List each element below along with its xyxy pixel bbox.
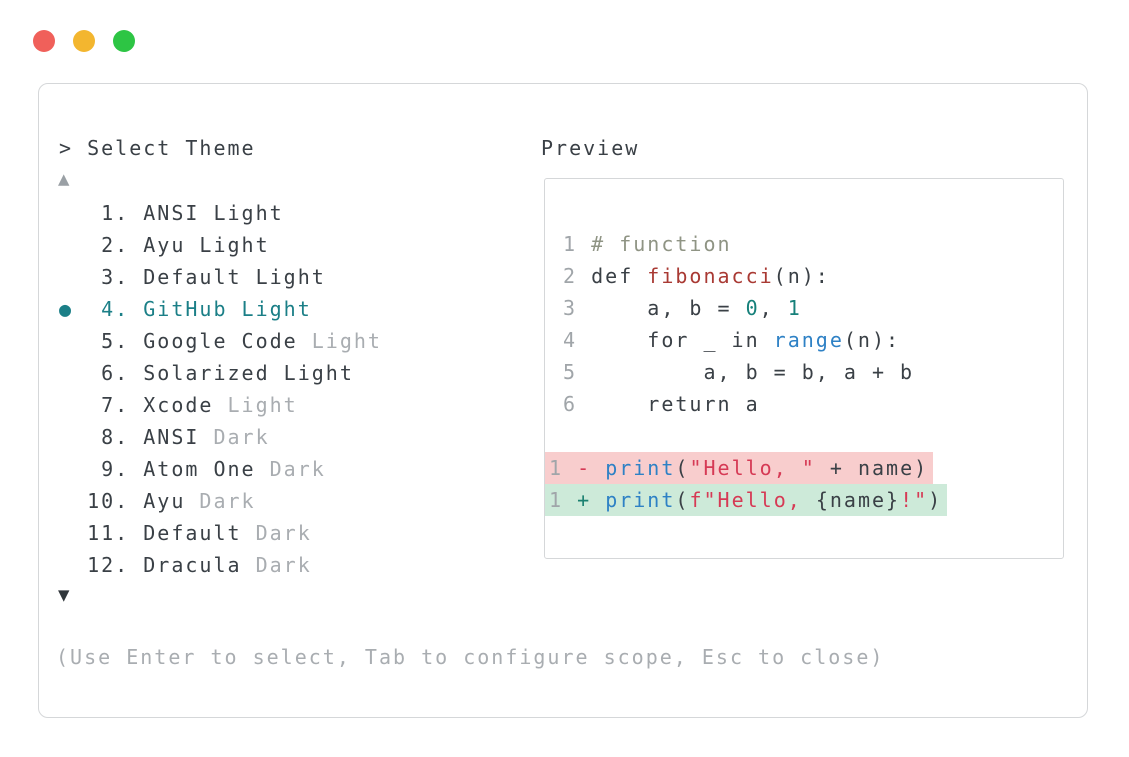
theme-option-label: 8. ANSI [59, 425, 214, 449]
theme-option-label: 2. Ayu Light [59, 233, 270, 257]
theme-option-atom-one-dark[interactable]: 9. Atom One Dark [59, 453, 382, 485]
theme-option-default-dark[interactable]: 11. Default Dark [59, 517, 382, 549]
theme-option-variant: Light [311, 329, 382, 353]
code-line: 6 return a [549, 392, 760, 416]
window-controls [33, 30, 135, 52]
theme-option-label: 9. Atom One [59, 457, 270, 481]
theme-option-label: 11. Default [59, 521, 256, 545]
minimize-button[interactable] [73, 30, 95, 52]
theme-option-variant: Dark [199, 489, 256, 513]
theme-option-ayu-light[interactable]: 2. Ayu Light [59, 229, 382, 261]
select-theme-title: > Select Theme [59, 136, 256, 160]
theme-list: 1. ANSI Light 2. Ayu Light 3. Default Li… [59, 197, 382, 581]
theme-option-ansi-dark[interactable]: 8. ANSI Dark [59, 421, 382, 453]
code-line [545, 420, 1063, 452]
theme-option-label: ● 4. GitHub Light [59, 297, 312, 321]
zoom-button[interactable] [113, 30, 135, 52]
code-line: 5 a, b = b, a + b [549, 360, 915, 384]
theme-option-label: 5. Google Code [59, 329, 312, 353]
close-button[interactable] [33, 30, 55, 52]
theme-option-label: 6. Solarized Light [59, 361, 354, 385]
preview-title: Preview [541, 136, 640, 160]
theme-option-label: 12. Dracula [59, 553, 256, 577]
help-text: (Use Enter to select, Tab to configure s… [56, 645, 885, 669]
scroll-down-icon[interactable]: ▼ [58, 584, 70, 606]
theme-option-ayu-dark[interactable]: 10. Ayu Dark [59, 485, 382, 517]
theme-option-dracula-dark[interactable]: 12. Dracula Dark [59, 549, 382, 581]
theme-option-variant: Dark [213, 425, 270, 449]
code-preview: 1 # function 2 def fibonacci(n): 3 a, b … [544, 178, 1064, 559]
diff-removed-line: 1 - print("Hello, " + name) [545, 452, 1063, 484]
theme-option-label: 1. ANSI Light [59, 201, 284, 225]
theme-option-default-light[interactable]: 3. Default Light [59, 261, 382, 293]
theme-option-variant: Dark [255, 521, 312, 545]
theme-option-variant: Dark [269, 457, 326, 481]
theme-picker-dialog: > Select Theme Preview ▲ 1. ANSI Light 2… [38, 83, 1088, 718]
code-line: 2 def fibonacci(n): [549, 264, 830, 288]
theme-option-xcode-light[interactable]: 7. Xcode Light [59, 389, 382, 421]
theme-option-ansi-light[interactable]: 1. ANSI Light [59, 197, 382, 229]
code-line: 4 for _ in range(n): [549, 328, 901, 352]
theme-option-google-code-light[interactable]: 5. Google Code Light [59, 325, 382, 357]
theme-option-github-light[interactable]: ● 4. GitHub Light [59, 293, 382, 325]
theme-option-label: 3. Default Light [59, 265, 326, 289]
theme-option-label: 10. Ayu [59, 489, 200, 513]
diff-added-line: 1 + print(f"Hello, {name}!") [545, 484, 1063, 516]
theme-option-solarized-light[interactable]: 6. Solarized Light [59, 357, 382, 389]
code-line: 3 a, b = 0, 1 [549, 296, 802, 320]
scroll-up-icon[interactable]: ▲ [58, 168, 70, 190]
code-block: 1 # function 2 def fibonacci(n): 3 a, b … [545, 179, 1063, 516]
theme-option-variant: Dark [255, 553, 312, 577]
theme-option-variant: Light [227, 393, 298, 417]
code-line: 1 # function [549, 232, 732, 256]
theme-option-label: 7. Xcode [59, 393, 228, 417]
